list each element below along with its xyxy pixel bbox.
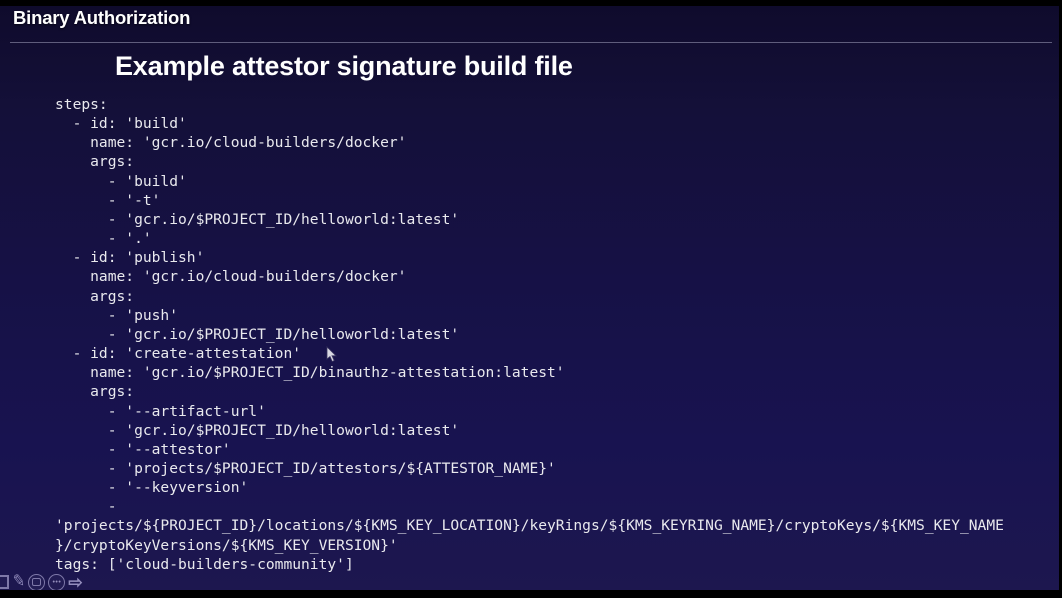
- slide-heading: Example attestor signature build file: [115, 51, 573, 81]
- rectangle-tool-icon[interactable]: [0, 575, 9, 589]
- header-divider: [10, 42, 1052, 43]
- pencil-tool-icon[interactable]: ✎: [10, 572, 27, 591]
- letterbox-bottom: [0, 590, 1062, 598]
- mouse-cursor-icon: [326, 346, 337, 363]
- build-file-code: steps: - id: 'build' name: 'gcr.io/cloud…: [55, 96, 1004, 573]
- forward-arrow-icon[interactable]: ⇨: [68, 572, 83, 592]
- deck-title: Binary Authorization: [13, 7, 191, 28]
- square-glyph-icon: [32, 578, 42, 586]
- letterbox-right: [1059, 0, 1062, 598]
- letterbox-top: [0, 0, 1062, 6]
- slide: Binary Authorization Example attestor si…: [0, 6, 1059, 592]
- ellipsis-glyph-icon: •••: [52, 578, 62, 586]
- more-options-icon[interactable]: •••: [48, 573, 66, 591]
- shape-tool-icon[interactable]: [28, 573, 46, 591]
